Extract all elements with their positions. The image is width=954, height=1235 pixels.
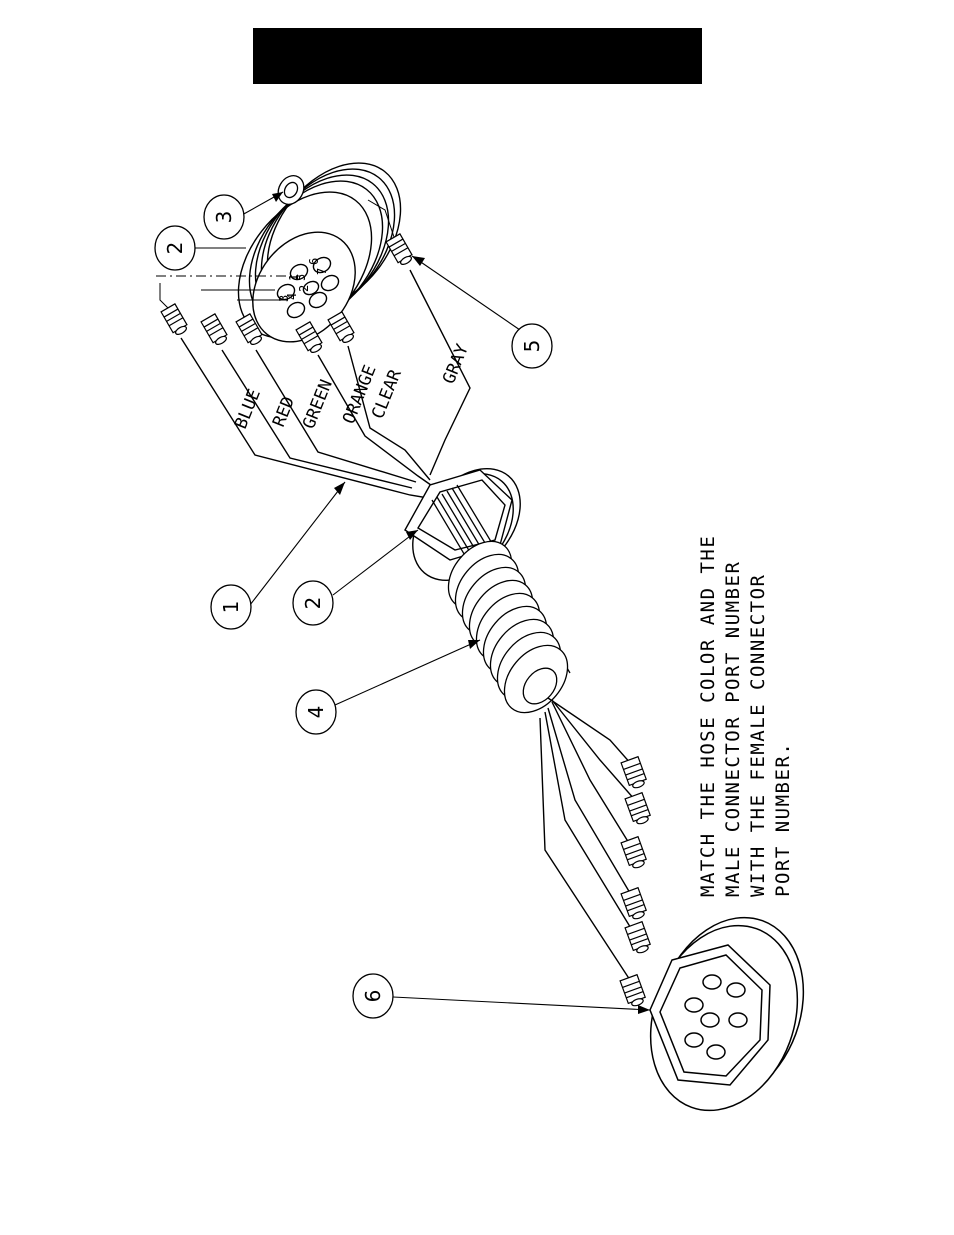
hose-label-gray: GRAY xyxy=(439,341,473,386)
callout-bubble-5: 5 xyxy=(512,324,552,368)
callout-number-2-nut: 2 xyxy=(301,597,325,610)
callout-bubble-2-top: 2 xyxy=(155,226,195,270)
callout-bubble-6: 6 xyxy=(353,974,393,1018)
callout-number-4: 4 xyxy=(304,706,328,719)
port-number-5: 5 xyxy=(294,274,308,281)
callout-number-1: 1 xyxy=(219,601,243,614)
instruction-line-1: MATCH THE HOSE COLOR AND THE xyxy=(697,535,719,897)
hose-label-green: GREEN xyxy=(299,377,337,432)
callout-number-5: 5 xyxy=(520,340,544,353)
callout-number-6: 6 xyxy=(361,990,385,1003)
port-number-7: 7 xyxy=(315,268,329,275)
instruction-line-2: MALE CONNECTOR PORT NUMBER xyxy=(722,561,744,897)
port-number-6: 6 xyxy=(307,258,321,265)
instruction-line-3: WITH THE FEMALE CONNECTOR xyxy=(747,574,769,897)
male-connector-block xyxy=(626,897,829,1131)
hoses-lower xyxy=(540,698,635,980)
instruction-line-4: PORT NUMBER. xyxy=(772,742,794,897)
hose-color-labels: BLUE RED GREEN ORANGE CLEAR GRAY xyxy=(231,341,473,431)
instruction-note: MATCH THE HOSE COLOR AND THE MALE CONNEC… xyxy=(697,535,794,897)
hose-label-red: RED xyxy=(269,394,299,430)
callout-bubble-3: 3 xyxy=(204,195,244,239)
callout-number-2-top: 2 xyxy=(163,242,187,255)
callout-bubble-4: 4 xyxy=(296,690,336,734)
port-number-2: 2 xyxy=(297,285,311,292)
callout-bubble-2-nut: 2 xyxy=(293,581,333,625)
male-fittings-bottom xyxy=(620,757,652,1008)
port-number-4: 4 xyxy=(285,293,299,300)
callout-bubble-1: 1 xyxy=(211,585,251,629)
callout-number-3: 3 xyxy=(212,211,236,224)
